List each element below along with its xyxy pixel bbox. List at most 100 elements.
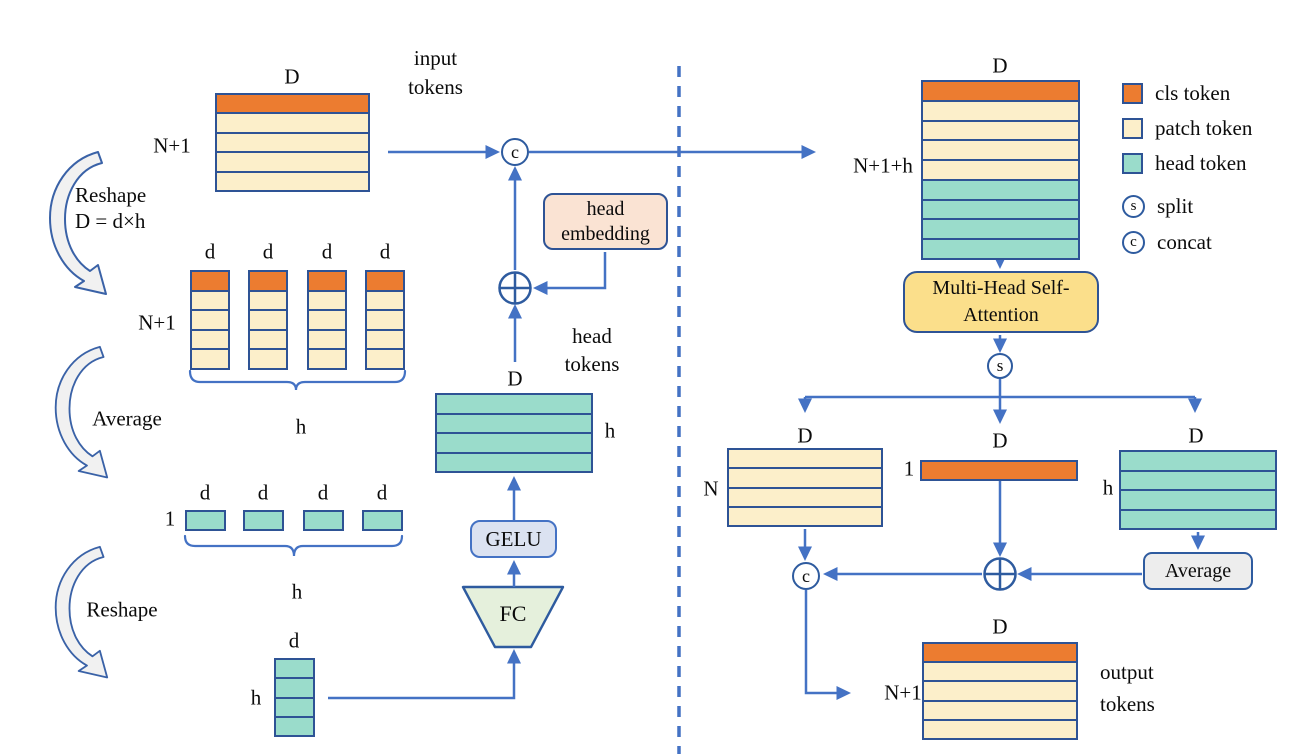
matrix-row-patch [923, 141, 1078, 162]
matrix-row-head [923, 240, 1078, 259]
dim-label-D-clssplit: D [992, 428, 1008, 453]
matrix-row-patch [367, 311, 403, 331]
head-token-swatch [1122, 153, 1143, 174]
matrix-row-cls [217, 95, 368, 115]
matrix-row-patch [192, 350, 228, 368]
head-tokens-label: head tokens [564, 324, 620, 376]
mhsa-label: Multi-Head Self-Attention [932, 277, 1070, 326]
concatenated-tokens-matrix [921, 80, 1080, 260]
matrix-row-head [1121, 491, 1275, 511]
average-right-label: Average [1164, 560, 1232, 582]
matrix-row-patch [217, 172, 368, 191]
average-left-label: Average [92, 406, 162, 431]
legend-label-concat: concat [1157, 230, 1212, 254]
concat-circle-right: c [792, 562, 820, 590]
matrix-row-head [187, 512, 224, 529]
matrix-row-patch [217, 153, 368, 173]
matrix-row-head [923, 220, 1078, 241]
matrix-row-cls [367, 272, 403, 292]
output-tokens-label: output tokens [1100, 660, 1155, 716]
fc-trapezoid [461, 585, 565, 649]
head-embedding-label: head embedding [561, 197, 650, 245]
dim-label-D-right: D [992, 53, 1008, 78]
input-tokens-matrix [215, 93, 370, 192]
matrix-row-head [276, 717, 313, 735]
arrow-stack-to-fc [328, 648, 522, 700]
matrix-row-head [1121, 452, 1275, 472]
dim-label-d-5: d [199, 480, 211, 505]
matrix-row-cls [923, 82, 1078, 102]
reshape-2-label: Reshape [86, 597, 158, 622]
matrix-row-patch [250, 330, 286, 351]
matrix-row-head [923, 200, 1078, 221]
concat-circle-left: c [501, 138, 529, 166]
matrix-row-cls [250, 272, 286, 292]
matrix-row-patch [309, 291, 345, 312]
matrix-row-head [276, 698, 313, 718]
matrix-row-patch [923, 161, 1078, 181]
split-legend-symbol: s [1130, 198, 1137, 214]
matrix-row-patch [729, 507, 881, 525]
dim-label-d-3: d [321, 239, 333, 264]
dim-label-1-clssplit: 1 [903, 456, 915, 481]
reshape-1-text: Reshape [75, 183, 147, 207]
averaged-cell-3 [303, 510, 344, 531]
dim-label-N+1+h: N+1+h [853, 153, 913, 178]
concat-symbol-left: c [511, 141, 519, 162]
dim-label-N: N [703, 476, 719, 501]
matrix-row-patch [192, 330, 228, 351]
matrix-row-head [1121, 510, 1275, 528]
dim-label-d-7: d [317, 480, 329, 505]
averaged-cell-2 [243, 510, 284, 531]
averaged-cell-4 [362, 510, 403, 531]
arrow-concat-to-output [804, 590, 852, 701]
mhsa-box: Multi-Head Self-Attention [903, 271, 1099, 333]
matrix-row-cls [924, 644, 1076, 664]
matrix-row-head [305, 512, 342, 529]
matrix-row-patch [924, 663, 1076, 683]
split-symbol: s [996, 356, 1004, 375]
matrix-row-head [1121, 471, 1275, 491]
matrix-row-patch [924, 720, 1076, 739]
matrix-row-patch [250, 311, 286, 331]
matrix-row-patch [367, 291, 403, 312]
head-embedding-box: head embedding [543, 193, 668, 250]
matrix-row-head [276, 679, 313, 699]
concat-legend-symbol: c [1130, 234, 1137, 250]
dim-label-D-input: D [284, 64, 300, 89]
dim-label-d-1: d [204, 239, 216, 264]
dim-label-h-headtokens: h [604, 418, 616, 443]
matrix-row-patch [923, 121, 1078, 142]
split-legend-icon: s [1122, 195, 1145, 218]
matrix-row-cls [309, 272, 345, 292]
matrix-row-patch [309, 350, 345, 368]
reshape-1-formula: D = d×h [75, 209, 146, 233]
plus-circle-right [983, 557, 1017, 591]
matrix-row-patch [729, 450, 881, 470]
legend-item-cls: cls token [1122, 81, 1231, 105]
matrix-row-patch [192, 291, 228, 312]
legend-item-patch: patch token [1122, 116, 1252, 140]
averaged-cell-1 [185, 510, 226, 531]
concat-legend-icon: c [1122, 231, 1145, 254]
concat-symbol-right: c [802, 565, 810, 586]
legend-label-head: head token [1155, 151, 1247, 175]
matrix-row-patch [367, 350, 403, 368]
matrix-row-patch [924, 701, 1076, 721]
reshaped-matrix-1 [190, 270, 230, 370]
legend-label-cls: cls token [1155, 81, 1231, 105]
patch-token-swatch [1122, 118, 1143, 139]
dim-label-d-4: d [379, 239, 391, 264]
head-tokens-matrix [435, 393, 593, 473]
plus-circle-left [498, 271, 532, 305]
input-tokens-label: input tokens [408, 46, 463, 99]
average-box: Average [1143, 552, 1253, 590]
reshaped-matrix-3 [307, 270, 347, 370]
cls-token-swatch [1122, 83, 1143, 104]
matrix-row-head [923, 180, 1078, 201]
matrix-row-head [276, 660, 313, 680]
legend-item-head: head token [1122, 151, 1247, 175]
matrix-row-patch [250, 350, 286, 368]
